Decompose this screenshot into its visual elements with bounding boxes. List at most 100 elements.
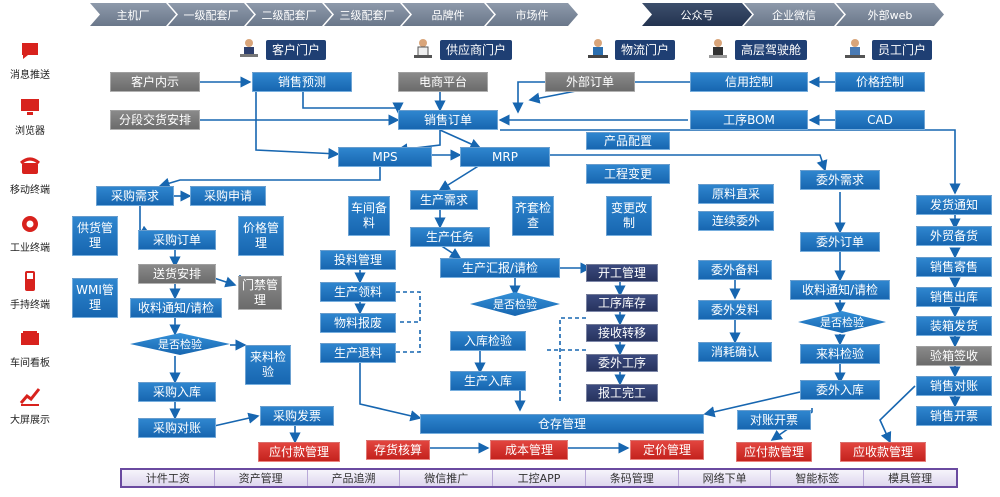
node-credit-control[interactable]: 信用控制 (690, 72, 808, 92)
node-customer-display[interactable]: 客户内示 (110, 72, 200, 92)
node-payable-purchase[interactable]: 应付款管理 (258, 442, 340, 462)
node-cad[interactable]: CAD (835, 110, 925, 130)
node-purchase-demand[interactable]: 采购需求 (96, 186, 174, 206)
node-warehouse-mgmt[interactable]: 仓存管理 (420, 414, 704, 434)
node-reconcile-invoice[interactable]: 对账开票 (737, 410, 811, 430)
node-purchase-inbound[interactable]: 采购入库 (138, 382, 216, 402)
node-prod-report[interactable]: 生产汇报/请检 (440, 258, 560, 278)
node-price-control[interactable]: 价格控制 (835, 72, 925, 92)
node-feeding-mgmt[interactable]: 投料管理 (320, 250, 396, 270)
sidebar-item-push[interactable]: 消息推送 (0, 40, 60, 81)
node-sales-forecast[interactable]: 销售预测 (252, 72, 352, 92)
node-cost-mgmt[interactable]: 成本管理 (490, 440, 568, 460)
module-barcode[interactable]: 条码管理 (585, 470, 679, 486)
nav-market-parts[interactable]: 市场件 (486, 3, 578, 26)
node-kit-check[interactable]: 齐套检查 (512, 196, 554, 236)
node-purchase-reconcile[interactable]: 采购对账 (138, 418, 216, 438)
node-prod-return[interactable]: 生产退料 (320, 343, 396, 363)
node-staged-delivery[interactable]: 分段交货安排 (110, 110, 200, 130)
node-prod-inbound[interactable]: 生产入库 (450, 371, 526, 391)
node-continuous-outsource[interactable]: 连续委外 (698, 211, 774, 231)
node-ecommerce[interactable]: 电商平台 (398, 72, 488, 92)
node-supply-mgmt[interactable]: 供货管理 (72, 216, 118, 256)
module-asset-mgmt[interactable]: 资产管理 (214, 470, 308, 486)
portal-logistics[interactable]: 物流门户 (585, 37, 676, 63)
node-production-demand[interactable]: 生产需求 (410, 190, 478, 210)
node-material-scrap[interactable]: 物料报废 (320, 313, 396, 333)
node-receivable[interactable]: 应收款管理 (840, 442, 926, 462)
node-mps[interactable]: MPS (338, 147, 432, 167)
decision-inspect-outsource[interactable]: 是否检验 (798, 311, 886, 333)
node-purchase-order[interactable]: 采购订单 (138, 230, 216, 250)
decision-inspect-purchase[interactable]: 是否检验 (130, 333, 230, 355)
node-prod-picking[interactable]: 生产领料 (320, 282, 396, 302)
node-outsource-issue[interactable]: 委外发料 (698, 300, 772, 320)
node-process-bom[interactable]: 工序BOM (690, 110, 808, 130)
node-outsource-receive-notice[interactable]: 收料通知/请检 (790, 280, 890, 300)
nav-tier3[interactable]: 三级配套厂 (324, 3, 410, 26)
node-sales-reconcile[interactable]: 销售对账 (916, 376, 992, 396)
nav-official-account[interactable]: 公众号 (642, 3, 752, 26)
module-mold-mgmt[interactable]: 模具管理 (864, 470, 957, 486)
node-gate-mgmt[interactable]: 门禁管理 (238, 276, 282, 310)
node-engineering-change[interactable]: 工程变更 (586, 164, 670, 184)
portal-customer[interactable]: 客户门户 (236, 37, 327, 63)
node-production-task[interactable]: 生产任务 (410, 227, 490, 247)
portal-executive[interactable]: 高层驾驶舱 (705, 37, 808, 63)
node-price-mgmt[interactable]: 价格管理 (238, 216, 284, 256)
node-product-config[interactable]: 产品配置 (586, 132, 670, 150)
node-pricing-mgmt[interactable]: 定价管理 (630, 440, 704, 460)
node-incoming-inspection-purchase[interactable]: 来料检验 (245, 345, 291, 385)
node-mrp[interactable]: MRP (460, 147, 550, 167)
node-purchase-invoice[interactable]: 采购发票 (260, 406, 334, 426)
node-purchase-receive-notice[interactable]: 收料通知/请检 (130, 298, 222, 318)
node-change-rework[interactable]: 变更改制 (606, 196, 652, 236)
nav-oem[interactable]: 主机厂 (90, 3, 176, 26)
node-outsource-inbound[interactable]: 委外入库 (800, 380, 880, 400)
node-workshop-stock[interactable]: 车间备料 (348, 196, 390, 236)
module-industrial-app[interactable]: 工控APP (493, 470, 586, 486)
module-traceability[interactable]: 产品追溯 (307, 470, 401, 486)
nav-wecom[interactable]: 企业微信 (744, 3, 844, 26)
node-delivery-notice[interactable]: 发货通知 (916, 195, 992, 215)
node-delivery-arrange[interactable]: 送货安排 (138, 264, 216, 284)
sidebar-item-browser[interactable]: 浏览器 (0, 96, 60, 137)
node-consign-sales[interactable]: 销售寄售 (916, 257, 992, 277)
node-outsource-stock[interactable]: 委外备料 (698, 260, 772, 280)
nav-external-web[interactable]: 外部web (836, 3, 944, 26)
nav-tier1[interactable]: 一级配套厂 (168, 3, 254, 26)
node-consumption-confirm[interactable]: 消耗确认 (698, 342, 772, 362)
node-sales-outbound[interactable]: 销售出库 (916, 287, 992, 307)
node-sales-order[interactable]: 销售订单 (398, 110, 498, 130)
node-export-stock[interactable]: 外贸备货 (916, 226, 992, 246)
node-purchase-request[interactable]: 采购申请 (190, 186, 266, 206)
node-external-order[interactable]: 外部订单 (545, 72, 635, 92)
nav-brand-parts[interactable]: 品牌件 (402, 3, 494, 26)
node-sales-invoicing[interactable]: 销售开票 (916, 406, 992, 426)
node-wmi-mgmt[interactable]: WMI管理 (72, 278, 118, 318)
node-start-mgmt[interactable]: 开工管理 (586, 264, 658, 282)
node-outsource-process[interactable]: 委外工序 (586, 354, 658, 372)
node-raw-direct[interactable]: 原料直采 (698, 184, 774, 204)
sidebar-item-workshop-board[interactable]: 车间看板 (0, 328, 60, 369)
module-smart-label[interactable]: 智能标签 (771, 470, 865, 486)
sidebar-item-big-screen[interactable]: 大屏展示 (0, 385, 60, 426)
sidebar-item-handheld[interactable]: 手持终端 (0, 270, 60, 311)
node-process-inventory[interactable]: 工序库存 (586, 294, 658, 312)
node-payable-outsource[interactable]: 应付款管理 (736, 442, 812, 462)
portal-employee[interactable]: 员工门户 (842, 37, 933, 63)
node-receive-transfer[interactable]: 接收转移 (586, 324, 658, 342)
sidebar-item-mobile[interactable]: 移动终端 (0, 155, 60, 196)
portal-supplier[interactable]: 供应商门户 (410, 37, 513, 63)
node-inbound-inspection[interactable]: 入库检验 (450, 331, 526, 351)
module-online-order[interactable]: 网络下单 (678, 470, 772, 486)
node-inventory-accounting[interactable]: 存货核算 (366, 440, 430, 460)
node-report-complete[interactable]: 报工完工 (586, 384, 658, 402)
nav-tier2[interactable]: 二级配套厂 (246, 3, 332, 26)
sidebar-item-industrial[interactable]: 工业终端 (0, 213, 60, 254)
node-box-sign[interactable]: 验箱签收 (916, 346, 992, 366)
node-outsource-order[interactable]: 委外订单 (800, 232, 880, 252)
node-outsource-demand[interactable]: 委外需求 (800, 170, 880, 190)
module-wechat-promo[interactable]: 微信推广 (400, 470, 494, 486)
module-piece-wage[interactable]: 计件工资 (122, 470, 215, 486)
